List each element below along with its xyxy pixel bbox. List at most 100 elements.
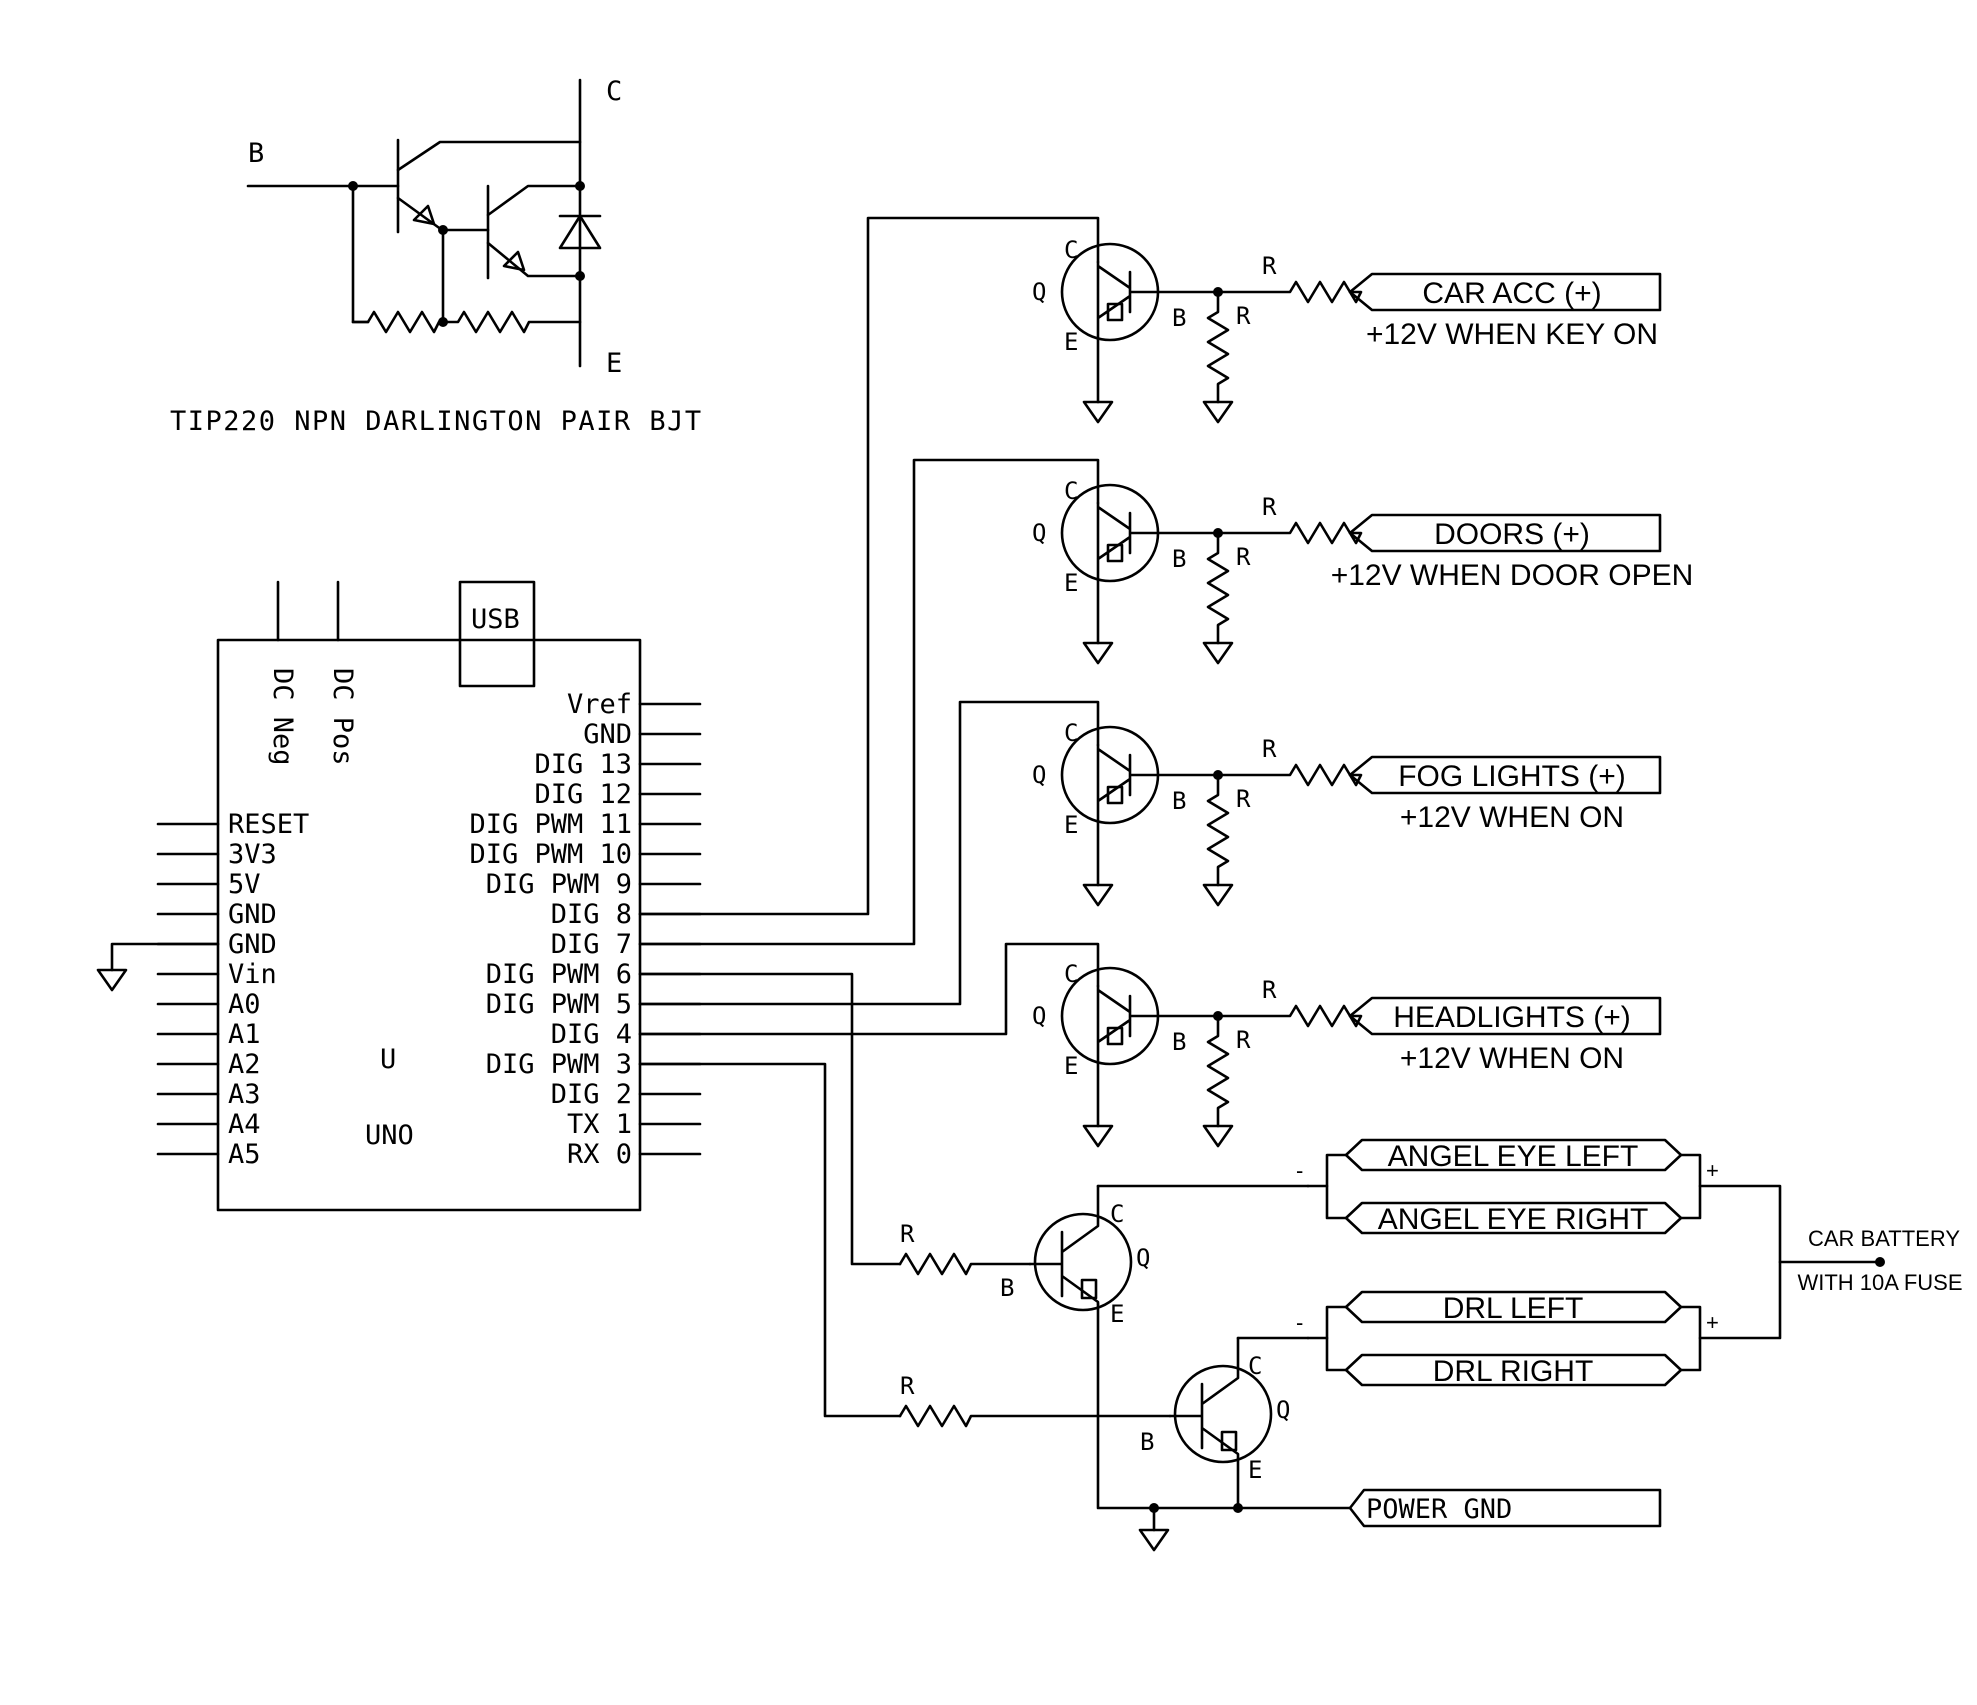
angel-q-q: Q — [1136, 1244, 1150, 1272]
angel-minus: - — [1296, 1158, 1303, 1183]
input-q-b: B — [1172, 304, 1186, 332]
darlington-collector-label: C — [606, 76, 622, 107]
input-tag — [1348, 272, 1662, 312]
darlington-node — [575, 271, 585, 281]
darlington-q2-collector — [486, 184, 582, 217]
arduino-right-pin-label: DIG 4 — [551, 1019, 632, 1050]
input-note: +12V WHEN ON — [1400, 801, 1624, 834]
input-q-c: C — [1064, 960, 1078, 988]
angel-q-c: C — [1110, 1200, 1124, 1228]
dc-neg-label: DC Neg — [267, 668, 298, 766]
arduino-left-pin-label: Vin — [228, 959, 277, 990]
usb-label: USB — [471, 604, 520, 635]
pulldown-resistor — [1206, 531, 1230, 645]
darlington-q2-arrow — [502, 250, 526, 272]
ground-icon — [1082, 641, 1114, 665]
input-q-q: Q — [1032, 1002, 1046, 1030]
drl-bracket-left — [1325, 1305, 1348, 1372]
arduino-right-pin-label: TX 1 — [567, 1109, 632, 1140]
series-resistor — [1216, 763, 1363, 787]
arduino-right-pin-label: DIG 12 — [534, 779, 632, 810]
input-q-q: Q — [1032, 519, 1046, 547]
darlington-node — [438, 317, 448, 327]
pulldown-resistor — [1206, 290, 1230, 404]
darlington-q1-collector — [396, 140, 582, 172]
arduino-left-pin-label: A0 — [228, 989, 261, 1020]
darlington-node — [438, 225, 448, 235]
input-q-q: Q — [1032, 761, 1046, 789]
darlington-diode — [558, 214, 602, 250]
pulldown-resistor — [1206, 1014, 1230, 1128]
arduino-right-pin-label: DIG PWM 6 — [486, 959, 632, 990]
input-q-c: C — [1064, 236, 1078, 264]
arduino-left-pin-label: GND — [228, 929, 277, 960]
angel-plus: + — [1706, 1158, 1719, 1183]
input-q-e: E — [1064, 811, 1078, 839]
usb-port — [458, 580, 536, 688]
input-q-q: Q — [1032, 278, 1046, 306]
darlington-base-down-wire — [351, 184, 370, 324]
series-label: R — [1262, 976, 1277, 1004]
pulldown-resistor — [1206, 773, 1230, 887]
input-transistor-arrow — [1106, 1026, 1124, 1046]
ground-icon — [1082, 1124, 1114, 1148]
tag-angel-right — [1344, 1201, 1683, 1235]
ground-icon — [1202, 641, 1234, 665]
drl-q-c: C — [1248, 1352, 1262, 1380]
angel-bracket-left — [1325, 1153, 1348, 1220]
angel-q-b: B — [1000, 1274, 1014, 1302]
arduino-left-pin-label: 3V3 — [228, 839, 277, 870]
dc-pins — [276, 580, 340, 642]
ground-icon — [1082, 400, 1114, 424]
series-label: R — [1262, 252, 1277, 280]
input-q-b: B — [1172, 545, 1186, 573]
arduino-right-pin-label: DIG 8 — [551, 899, 632, 930]
input-tag — [1348, 755, 1662, 795]
darlington-emitter-label: E — [606, 348, 622, 379]
input-label: DOORS (+) — [1434, 518, 1590, 551]
minus-stubs — [1306, 1184, 1329, 1340]
gnd-wire — [110, 942, 220, 972]
angel-eye-left-label: ANGEL EYE LEFT — [1388, 1140, 1639, 1173]
arduino-right-pin-label: DIG PWM 3 — [486, 1049, 632, 1080]
angel-bracket-right — [1679, 1153, 1702, 1220]
arduino-left-pin-label: A3 — [228, 1079, 261, 1110]
output-resistor-2 — [898, 1404, 1172, 1428]
darlington-node — [575, 181, 585, 191]
ground-icon — [1202, 1124, 1234, 1148]
wire-dig8 — [638, 216, 1100, 916]
transistor-angel-eye — [1033, 1212, 1133, 1312]
battery-line2: WITH 10A FUSE — [1797, 1270, 1962, 1295]
ground-icon — [1138, 1528, 1170, 1552]
angel-q-e: E — [1110, 1300, 1124, 1328]
input-label: CAR ACC (+) — [1422, 277, 1601, 310]
pulldown-label: R — [1236, 543, 1251, 571]
darlington-resistor-1 — [351, 310, 445, 334]
arduino-left-pin-label: A5 — [228, 1139, 261, 1170]
input-q-b: B — [1172, 787, 1186, 815]
battery-line1: CAR BATTERY — [1808, 1226, 1960, 1251]
drl-q-e: E — [1248, 1456, 1262, 1484]
transistor-drl-leads — [1168, 1336, 1240, 1510]
ground-icon — [1202, 883, 1234, 907]
drl-plus: + — [1706, 1310, 1719, 1335]
input-transistor-leads — [1096, 743, 1220, 887]
arduino-left-pin-label: 5V — [228, 869, 261, 900]
series-resistor — [1216, 521, 1363, 545]
drl-right-label: DRL RIGHT — [1433, 1355, 1594, 1388]
arduino-left-pin-label: A4 — [228, 1109, 261, 1140]
series-resistor — [1216, 280, 1363, 304]
arduino-ref: U — [380, 1044, 396, 1075]
power-gnd-label: POWER GND — [1366, 1494, 1512, 1525]
arduino-uno: USB DC Neg DC Pos U UNO RESET3V35VGNDGND… — [96, 580, 702, 1212]
arduino-right-pin-label: RX 0 — [567, 1139, 632, 1170]
input-label: FOG LIGHTS (+) — [1398, 760, 1626, 793]
arduino-left-pin-label: RESET — [228, 809, 309, 840]
pulldown-label: R — [1236, 785, 1251, 813]
